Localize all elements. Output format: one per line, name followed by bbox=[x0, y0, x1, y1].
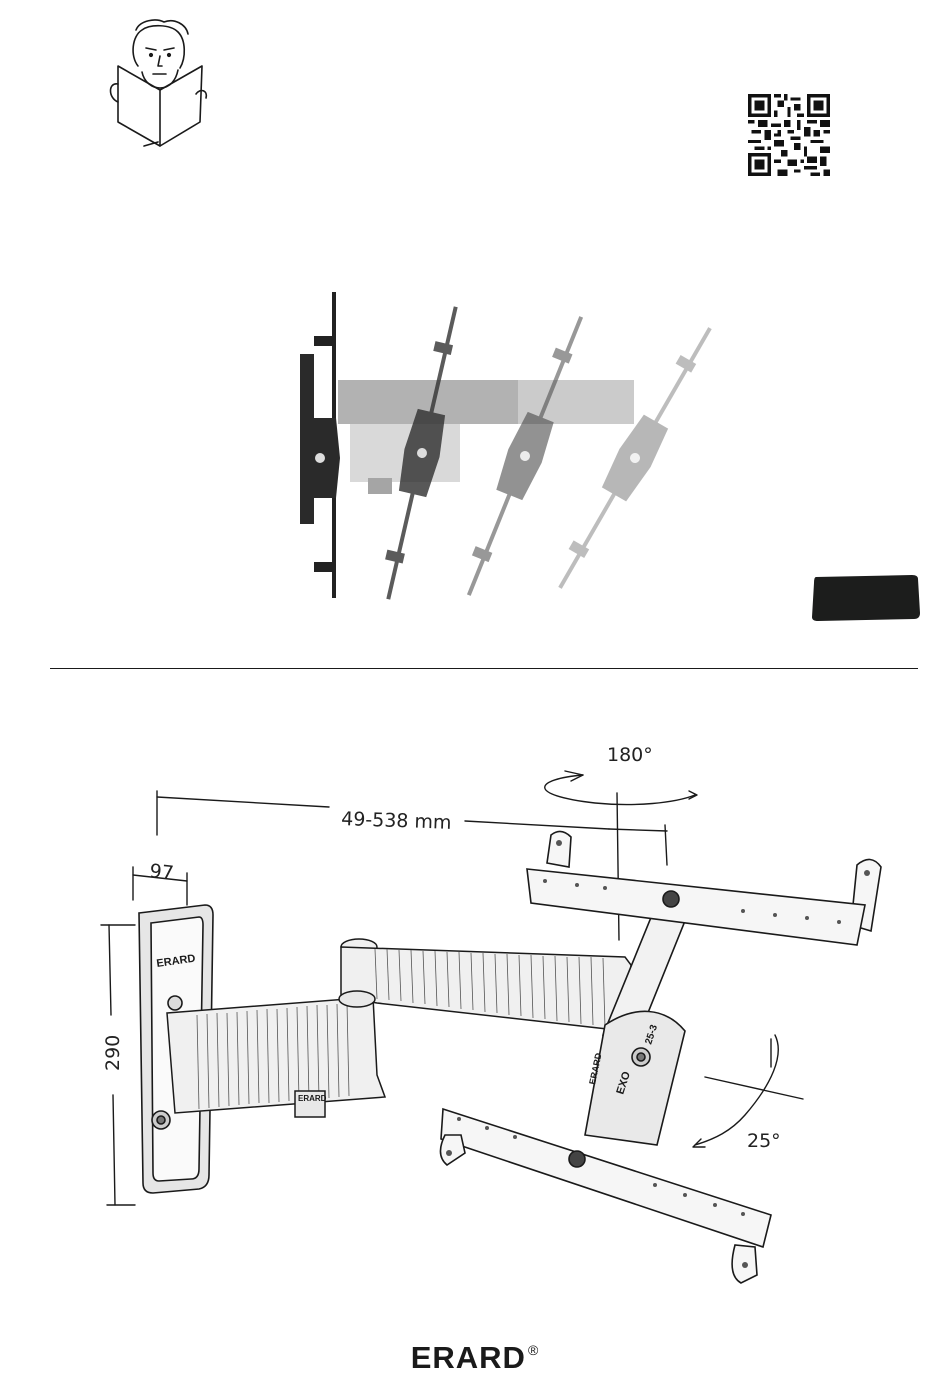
depth-label: 97 bbox=[148, 860, 174, 884]
rotation-label: 180° bbox=[607, 744, 653, 766]
height-label: 290 bbox=[102, 1035, 124, 1071]
mount-diagram: ERARD ERARD bbox=[95, 735, 915, 1295]
arm-label: ERARD bbox=[298, 1094, 327, 1103]
black-tab bbox=[810, 573, 920, 621]
tilt-label: 25° bbox=[747, 1130, 781, 1152]
qr-code bbox=[748, 94, 830, 176]
section-divider bbox=[50, 668, 918, 669]
brand-name: ERARD bbox=[411, 1340, 526, 1375]
rotation-diagram bbox=[290, 288, 740, 608]
brand-logo: ERARD® bbox=[0, 1340, 950, 1376]
registered-mark: ® bbox=[528, 1342, 539, 1358]
reader-illustration bbox=[100, 18, 215, 150]
extension-label: 49-538 mm bbox=[341, 808, 452, 834]
